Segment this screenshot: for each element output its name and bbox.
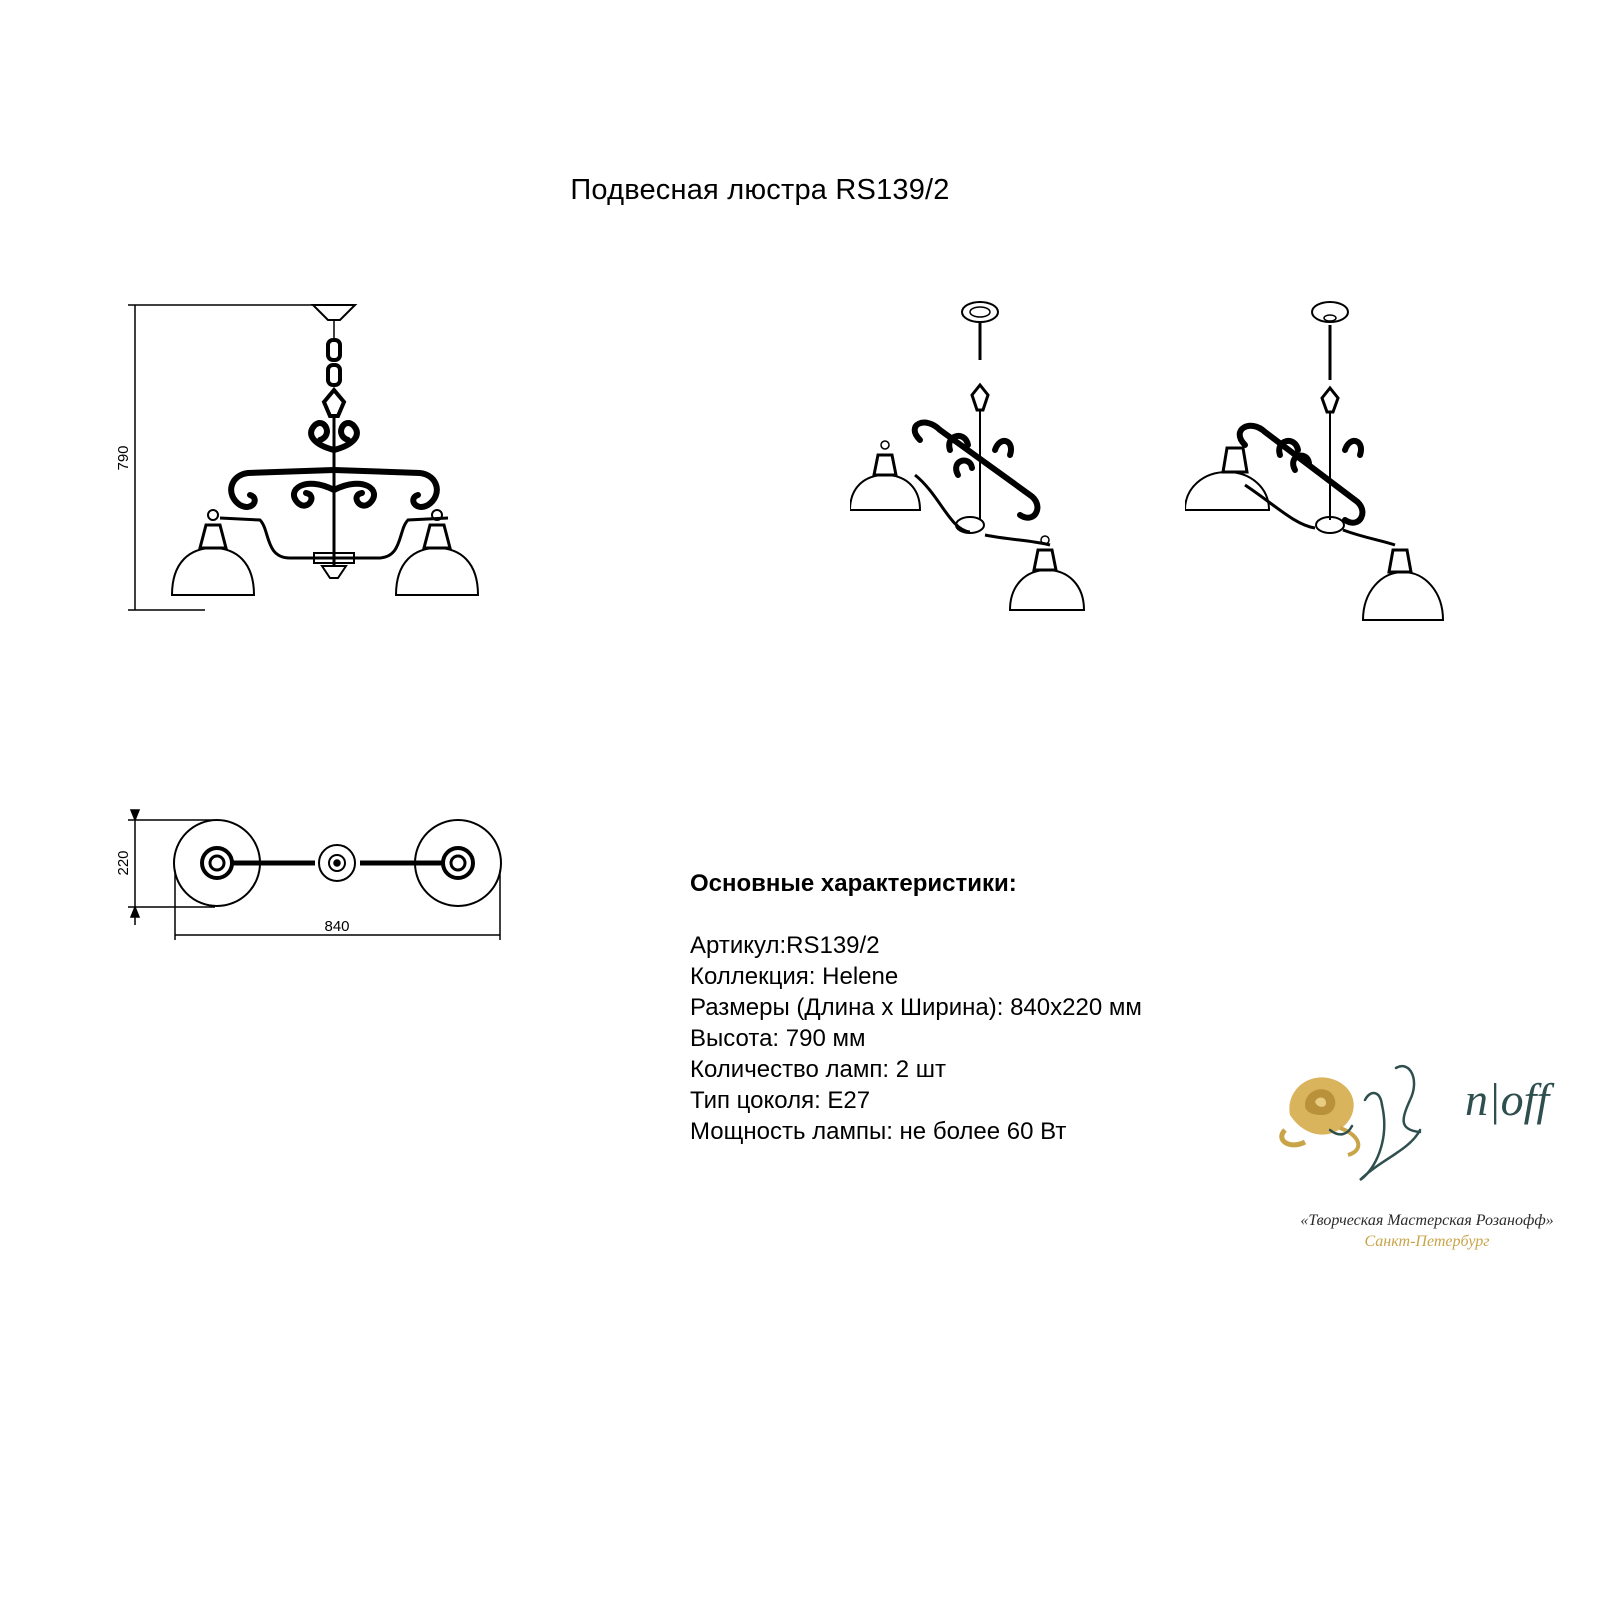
spec-lamp-count: Количество ламп: 2 шт (690, 1056, 946, 1083)
brand-logo: n|off (1279, 1065, 1555, 1182)
top-view-drawing: 220 840 (115, 809, 502, 940)
perspective-view-2 (1185, 301, 1445, 621)
width-dimension-label: 220 (115, 850, 132, 875)
page-title: Подвесная люстра RS139/2 (570, 174, 950, 206)
height-dimension-label: 790 (115, 445, 132, 470)
spec-article: Артикул:RS139/2 (690, 932, 880, 959)
specifications-block: Основные характеристики: Артикул:RS139/2… (690, 868, 1142, 1147)
spec-socket-type: Тип цоколя: E27 (690, 1087, 871, 1114)
brand-city: Санкт-Петербург (1364, 1233, 1490, 1250)
spec-dimensions: Размеры (Длина x Ширина): 840x220 мм (690, 994, 1142, 1021)
length-dimension-label: 840 (324, 918, 349, 935)
specs-heading: Основные характеристики: (690, 870, 1017, 897)
perspective-view-1 (850, 301, 1086, 611)
front-view-drawing: 790 (115, 304, 480, 611)
brand-name: «Творческая Мастерская Розанофф» (1300, 1212, 1554, 1229)
spec-collection: Коллекция: Helene (690, 963, 899, 990)
rose-icon (1279, 1077, 1361, 1157)
spec-lamp-power: Мощность лампы: не более 60 Вт (690, 1118, 1067, 1145)
spec-height: Высота: 790 мм (690, 1025, 866, 1052)
logo-wordmark: n|off (1465, 1074, 1555, 1125)
